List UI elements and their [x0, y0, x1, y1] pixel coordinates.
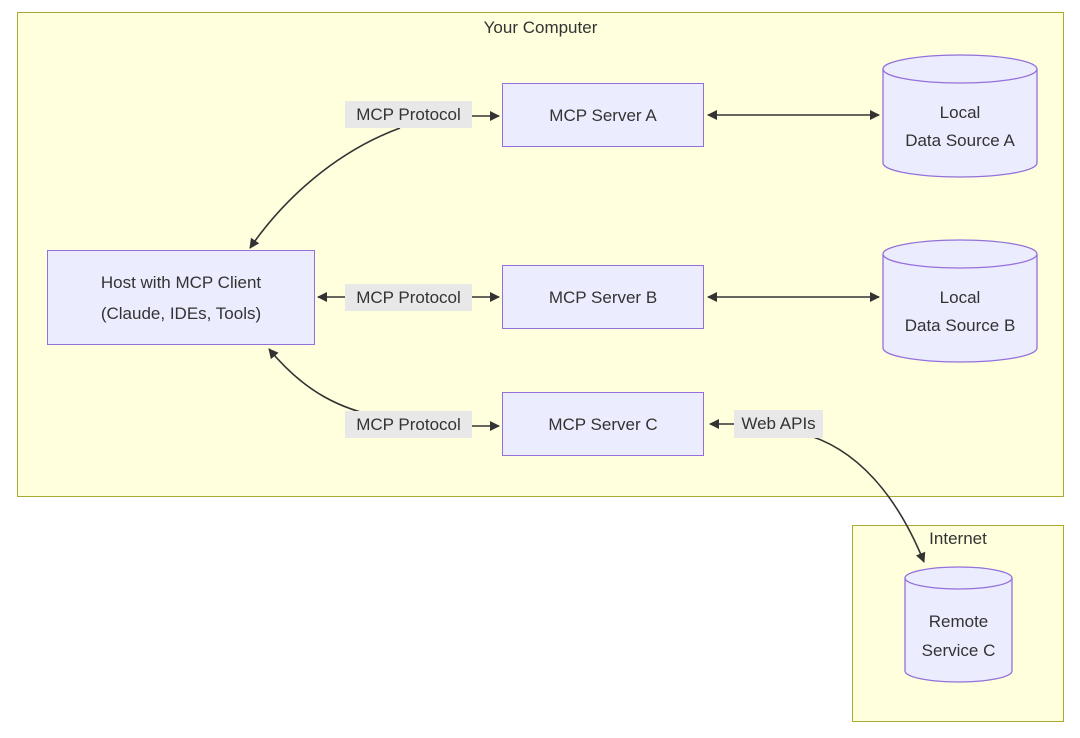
edge-label-web-apis: Web APIs — [734, 410, 823, 438]
cylinder-remote-service-c-label: Remote Service C — [905, 607, 1012, 665]
data-b-line2: Data Source B — [904, 316, 1016, 335]
node-host-line2: (Claude, IDEs, Tools) — [100, 303, 262, 323]
node-mcp-server-c-label: MCP Server C — [548, 414, 658, 434]
node-host: Host with MCP Client (Claude, IDEs, Tool… — [47, 250, 315, 345]
data-a-line1: Local — [939, 103, 981, 122]
data-a-line2: Data Source A — [905, 131, 1015, 150]
cluster-internet-title: Internet — [929, 529, 987, 548]
remote-c-line2: Service C — [921, 641, 996, 660]
data-b-line1: Local — [939, 288, 981, 307]
node-host-line1: Host with MCP Client — [100, 272, 262, 292]
node-mcp-server-b-label: MCP Server B — [548, 287, 658, 307]
cylinder-local-data-source-a-label: Local Data Source A — [883, 99, 1037, 155]
node-mcp-server-b: MCP Server B — [502, 265, 704, 329]
cylinder-local-data-source-b-label: Local Data Source B — [883, 284, 1037, 340]
edge-label-mcp-protocol-b: MCP Protocol — [345, 284, 472, 311]
edge-label-mcp-protocol-a: MCP Protocol — [345, 101, 472, 128]
edge-label-mcp-protocol-c: MCP Protocol — [345, 411, 472, 438]
remote-c-line1: Remote — [928, 612, 989, 631]
node-mcp-server-a: MCP Server A — [502, 83, 704, 147]
cluster-your-computer-title: Your Computer — [483, 18, 598, 37]
node-mcp-server-c: MCP Server C — [502, 392, 704, 456]
node-mcp-server-a-label: MCP Server A — [549, 105, 657, 125]
